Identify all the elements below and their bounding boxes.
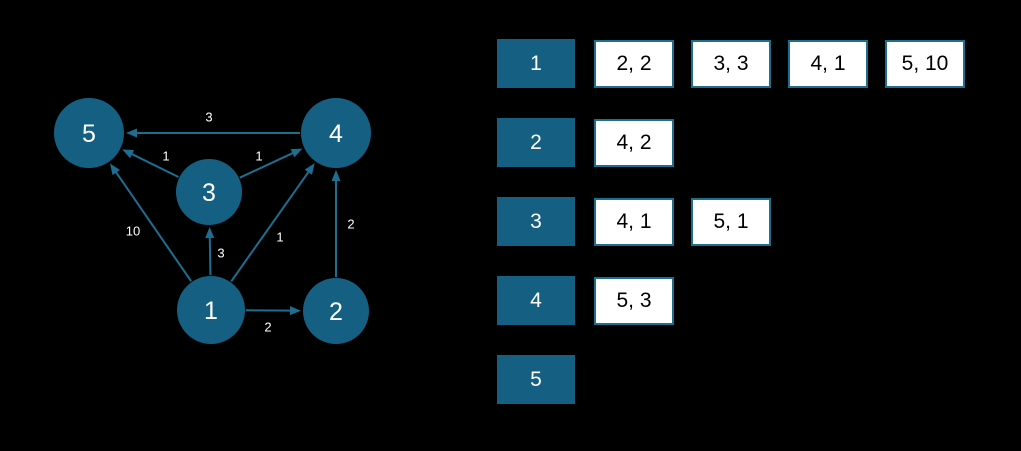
edge-weight-2-4: 2 — [347, 217, 354, 232]
adjacency-row: 1 2, 2 3, 3 4, 1 5, 10 — [497, 39, 997, 88]
adjacency-entry[interactable]: 4, 2 — [594, 119, 674, 167]
graph-edge-1-to-5 — [113, 168, 192, 282]
edge-weight-3-4: 1 — [255, 149, 262, 164]
arrowhead-icon — [304, 163, 315, 175]
graph-node-label-2: 2 — [329, 298, 343, 326]
adjacency-vertex-1[interactable]: 1 — [497, 39, 575, 88]
graph-node-2[interactable] — [303, 278, 369, 344]
graph-diagram-panel: 5 4 3 1 2 3 1 1 10 3 1 2 2 — [0, 0, 470, 451]
edge-weights-layer: 3 1 1 10 3 1 2 2 — [126, 110, 355, 335]
graph-edge-1-to-3 — [208, 233, 212, 276]
adjacency-vertex-5[interactable]: 5 — [497, 355, 575, 404]
edge-weight-1-4: 1 — [276, 230, 283, 245]
adjacency-entry[interactable]: 5, 10 — [885, 40, 965, 88]
edges-layer — [109, 128, 341, 316]
graph-edge-1-to-4 — [230, 168, 312, 282]
adjacency-entry[interactable]: 4, 1 — [788, 40, 868, 88]
edge-weight-4-5: 3 — [205, 110, 212, 125]
arrowhead-icon — [126, 128, 137, 138]
edge-weight-1-2: 2 — [264, 320, 271, 335]
adjacency-row: 2 4, 2 — [497, 118, 997, 167]
adjacency-vertex-3[interactable]: 3 — [497, 197, 575, 246]
graph-node-3[interactable] — [176, 159, 242, 225]
graph-node-1[interactable] — [177, 276, 245, 344]
graph-node-4[interactable] — [301, 98, 371, 168]
arrowhead-icon — [109, 163, 120, 176]
arrowhead-icon — [205, 226, 215, 239]
edge-weight-1-3: 3 — [217, 246, 224, 261]
arrowhead-icon — [331, 170, 341, 181]
graph-node-label-1: 1 — [204, 297, 218, 325]
graph-edge-3-to-4 — [239, 150, 297, 179]
adjacency-row: 3 4, 1 5, 1 — [497, 197, 997, 246]
graph-node-5[interactable] — [54, 98, 124, 168]
adjacency-entry[interactable]: 4, 1 — [594, 198, 674, 246]
arrowhead-icon — [290, 148, 303, 158]
adjacency-vertex-4[interactable]: 4 — [497, 276, 575, 325]
graph-edge-3-to-5 — [127, 151, 179, 178]
graph-svg: 5 4 3 1 2 3 1 1 10 3 1 2 2 — [54, 98, 371, 344]
adjacency-entry[interactable]: 5, 3 — [594, 277, 674, 325]
adjacency-list-panel: 1 2, 2 3, 3 4, 1 5, 10 2 4, 2 3 4, 1 5, 1 4 5, 3 5 — [497, 39, 997, 419]
arrowhead-icon — [289, 306, 302, 316]
edge-weight-1-5: 10 — [126, 224, 140, 239]
adjacency-entry[interactable]: 2, 2 — [594, 40, 674, 88]
nodes-layer: 5 4 3 1 2 — [54, 98, 371, 344]
adjacency-entry[interactable]: 5, 1 — [691, 198, 771, 246]
arrowhead-icon — [122, 149, 135, 159]
graph-node-label-3: 3 — [202, 179, 216, 207]
adjacency-entry[interactable]: 3, 3 — [691, 40, 771, 88]
adjacency-vertex-2[interactable]: 2 — [497, 118, 575, 167]
graph-node-label-4: 4 — [329, 120, 343, 148]
adjacency-row: 5 — [497, 355, 997, 404]
edge-weight-3-5: 1 — [162, 149, 169, 164]
graph-node-label-5: 5 — [82, 120, 96, 148]
adjacency-row: 4 5, 3 — [497, 276, 997, 325]
